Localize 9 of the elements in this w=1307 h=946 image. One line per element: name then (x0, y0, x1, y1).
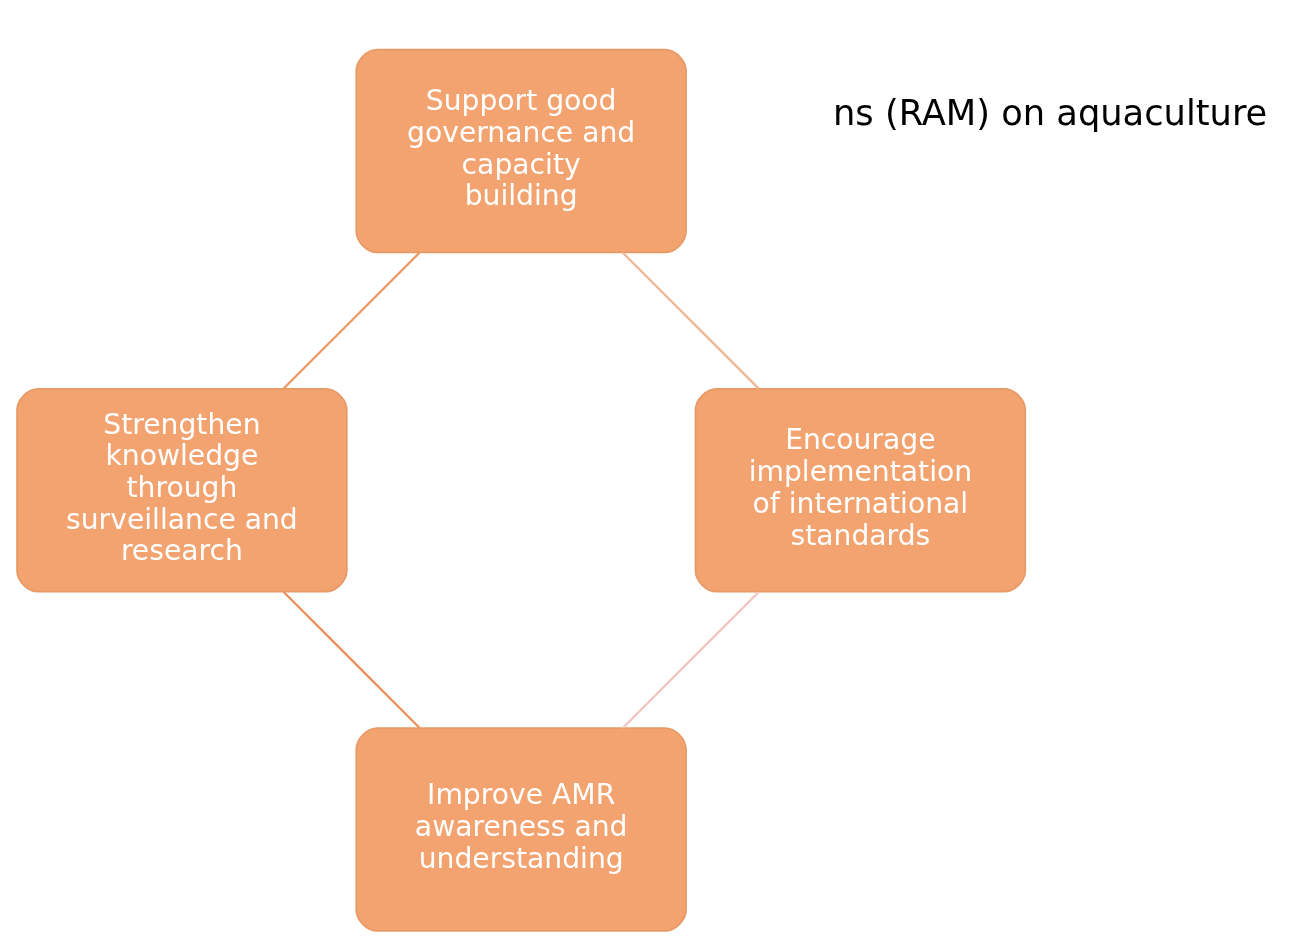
node-box: Support good governance and capacity building (355, 48, 687, 254)
node-box: Encourage implementation of international standards (694, 388, 1027, 593)
connector (282, 251, 421, 390)
connector (622, 591, 760, 729)
node-box: Strengthen knowledge through surveillance and research (16, 388, 348, 593)
connector (282, 591, 421, 729)
label: ns (RAM) on aquaculture (832, 92, 1268, 134)
node-box: Improve AMR awareness and understanding (355, 727, 687, 932)
connector (622, 252, 760, 390)
